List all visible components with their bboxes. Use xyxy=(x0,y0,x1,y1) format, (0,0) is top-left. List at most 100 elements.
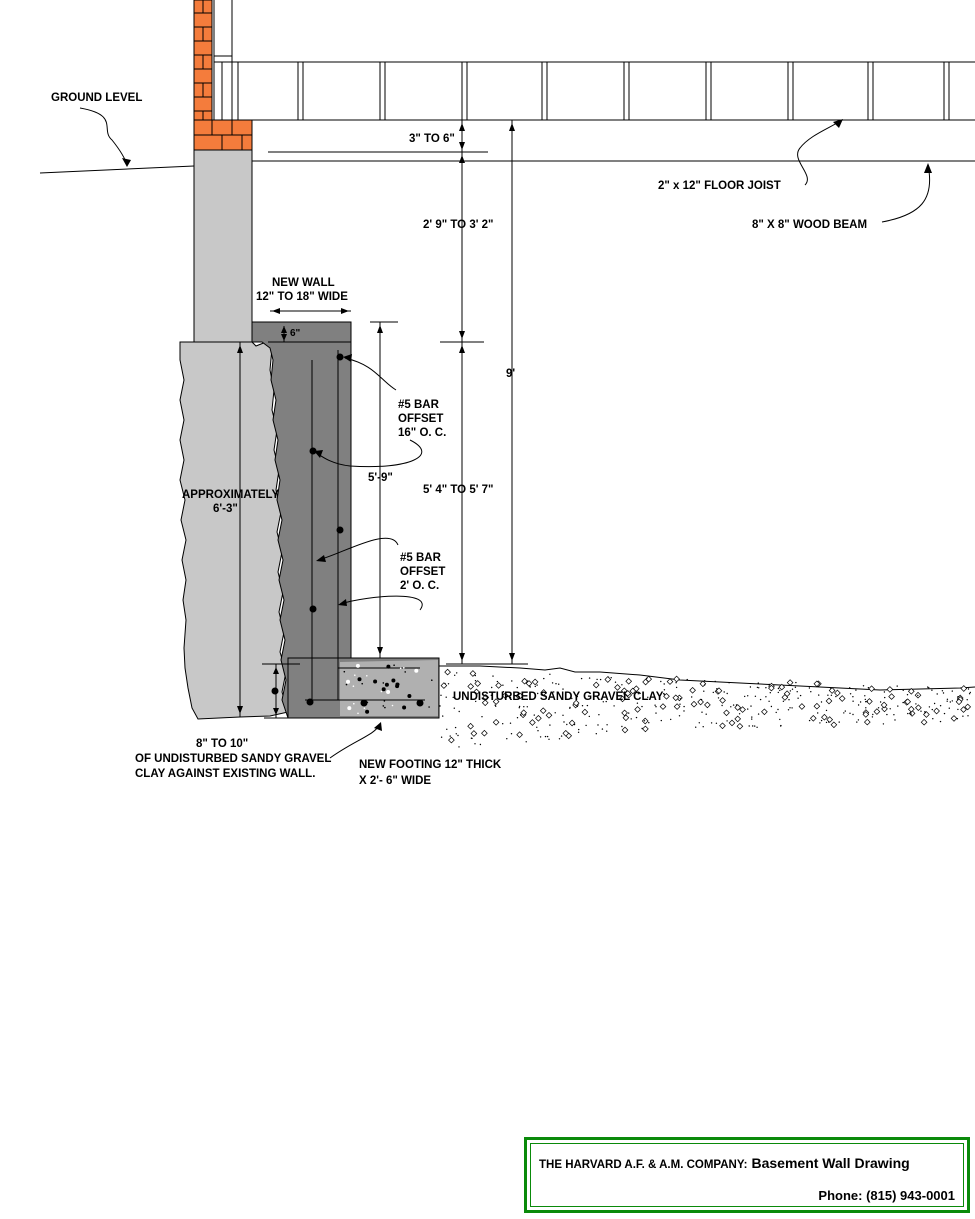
footing-label-2: X 2'- 6" WIDE xyxy=(359,775,431,787)
gravel-dot xyxy=(915,703,917,705)
gravel-stone xyxy=(492,698,500,705)
gravel-dot xyxy=(383,700,386,702)
gravel-dot xyxy=(738,713,741,715)
bar-2-label-3: 2' O. C. xyxy=(400,580,439,592)
gravel-dot xyxy=(403,667,405,669)
gravel-stone xyxy=(821,713,828,721)
approx-label-1: APPROXIMATELY xyxy=(182,489,279,501)
gravel-dot xyxy=(380,690,383,693)
labels: GROUND LEVEL 3" TO 6" 2" x 12" FLOOR JOI… xyxy=(51,92,867,787)
gravel-dot xyxy=(902,689,904,691)
company-name: THE HARVARD A.F. & A.M. COMPANY:Basement… xyxy=(539,1155,910,1171)
gravel-dot xyxy=(820,701,823,703)
gravel-dot xyxy=(754,695,757,697)
gravel-dot xyxy=(407,694,412,698)
gravel-stone xyxy=(473,688,480,696)
gravel-dot xyxy=(939,705,942,707)
gravel-dot xyxy=(402,705,407,710)
gravel-dot xyxy=(454,726,457,729)
gravel-dot xyxy=(558,683,560,685)
company-label: THE HARVARD A.F. & A.M. COMPANY: xyxy=(539,1159,748,1171)
gravel-dot xyxy=(962,715,964,717)
gravel-stone xyxy=(964,703,972,711)
upper-dimension-label: 2' 9" TO 3' 2" xyxy=(423,219,494,231)
gravel-stone xyxy=(781,694,789,701)
gravel-dot xyxy=(648,722,650,724)
gravel-stone xyxy=(520,709,528,717)
gravel-dot xyxy=(862,685,865,687)
gravel-dot xyxy=(751,718,753,720)
gravel-dot xyxy=(646,677,648,679)
floor-joists xyxy=(214,61,975,162)
gravel-dot xyxy=(526,706,528,708)
gravel-dot xyxy=(715,722,718,724)
gravel-dot xyxy=(752,725,754,727)
gravel-dot xyxy=(518,707,520,709)
lower-dimension-label: 5' 4" TO 5' 7" xyxy=(423,484,494,496)
gravel-dot xyxy=(777,687,780,690)
gravel-dot xyxy=(636,702,639,704)
gravel-dot xyxy=(623,693,625,695)
gravel-dot xyxy=(641,705,643,708)
gravel-stone xyxy=(521,677,528,685)
gravel-dot xyxy=(663,693,665,696)
gravel-stone xyxy=(467,683,475,690)
gravel-stone xyxy=(868,685,875,693)
gravel-dot xyxy=(566,723,568,726)
gravel-dot xyxy=(391,678,396,683)
bar-2-label-2: OFFSET xyxy=(400,566,445,578)
brick-wall xyxy=(193,0,253,151)
gravel-stone xyxy=(642,725,649,733)
gravel-stone xyxy=(838,695,846,702)
gravel-dot xyxy=(598,714,600,716)
gravel-dot xyxy=(585,724,587,727)
gravel-dot xyxy=(502,691,505,693)
gravel-dot xyxy=(779,689,781,692)
gravel-dot xyxy=(518,705,521,708)
gravel-dot xyxy=(539,736,542,738)
gravel-dot xyxy=(492,675,494,677)
gravel-dot xyxy=(447,683,450,685)
gravel-dot xyxy=(588,715,590,718)
gravel-dot xyxy=(675,682,677,684)
gravel-dot xyxy=(560,735,563,737)
gravel-dot xyxy=(759,698,762,701)
gravel-stone xyxy=(920,718,928,726)
gravel-stone xyxy=(659,703,667,710)
gravel-dot xyxy=(856,721,858,723)
gravel-dot xyxy=(712,691,714,694)
gravel-dot xyxy=(705,713,707,715)
gravel-dot xyxy=(721,704,723,707)
gravel-dot xyxy=(457,734,459,737)
gravel-dot xyxy=(927,686,929,688)
gravel-dot xyxy=(536,684,538,686)
gravel-dot xyxy=(458,746,460,748)
gravel-dot xyxy=(957,696,959,698)
gravel-dot xyxy=(581,705,584,707)
gravel-dot xyxy=(516,686,518,689)
six-inch-label: 6" xyxy=(290,328,301,339)
gravel-dot xyxy=(549,724,551,726)
gravel-dot xyxy=(555,683,557,685)
gravel-dot xyxy=(704,680,706,682)
gravel-stone xyxy=(761,708,768,716)
gravel-dot xyxy=(932,718,934,720)
gravel-dot xyxy=(830,687,832,689)
gravel-dot xyxy=(819,722,821,724)
phone-number: Phone: (815) 943-0001 xyxy=(818,1188,955,1203)
gravel-dot xyxy=(520,714,522,716)
gravel-stone xyxy=(960,685,968,692)
gravel-dot xyxy=(683,710,685,712)
gravel-dot xyxy=(361,682,364,685)
gravel-dot xyxy=(404,671,407,673)
gravel-dot xyxy=(789,690,792,692)
gravel-dot xyxy=(866,701,868,703)
gravel-dot xyxy=(440,736,443,738)
gravel-dot xyxy=(884,696,886,699)
gravel-dot xyxy=(716,688,718,690)
dimension-lines xyxy=(239,120,528,719)
gravel-dot xyxy=(479,743,482,746)
gravel-dot xyxy=(775,711,777,714)
gravel-dot xyxy=(580,677,583,680)
gravel-dot xyxy=(849,712,851,714)
